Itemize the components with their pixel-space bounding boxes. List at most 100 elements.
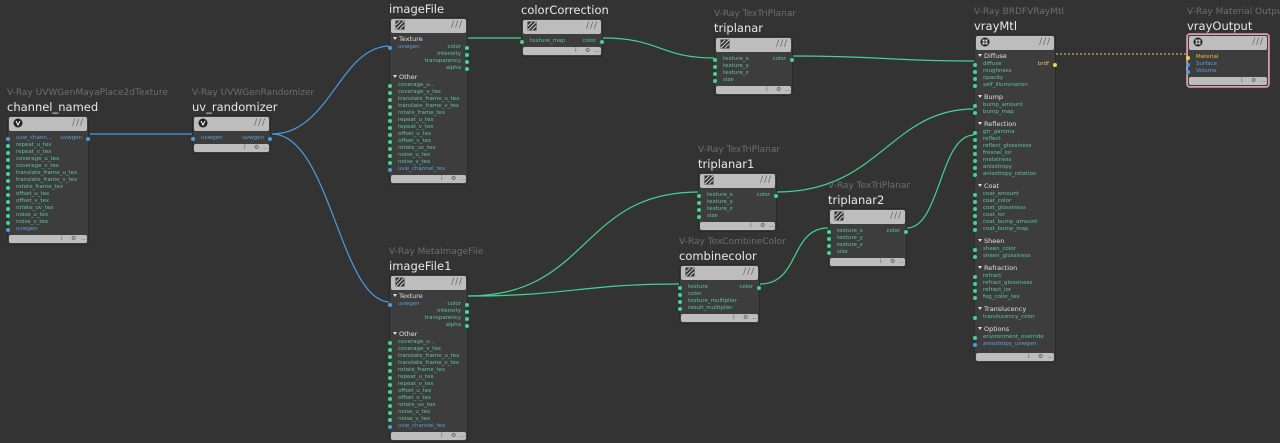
input-port[interactable] — [388, 45, 392, 50]
collapse-arrow-icon[interactable] — [978, 54, 982, 57]
input-port[interactable] — [697, 207, 701, 212]
input-port[interactable] — [388, 83, 392, 88]
menu-bars-icon[interactable]: / / / — [254, 118, 265, 128]
input-port[interactable] — [973, 227, 977, 232]
menu-bars-icon[interactable]: / / / — [451, 20, 462, 30]
settings-icon[interactable]: ⚙ — [760, 222, 766, 229]
output-port[interactable] — [465, 52, 469, 57]
input-port[interactable] — [6, 227, 10, 232]
output-port[interactable] — [1053, 62, 1057, 67]
info-icon[interactable]: i — [244, 144, 246, 151]
output-port[interactable] — [465, 66, 469, 71]
info-icon[interactable]: i — [880, 258, 882, 265]
input-port[interactable] — [6, 164, 10, 169]
input-port[interactable] — [973, 335, 977, 340]
menu-bars-icon[interactable]: / / / — [1039, 37, 1050, 47]
section-header[interactable]: Other — [390, 72, 467, 82]
input-port[interactable] — [388, 146, 392, 151]
menu-bars-icon[interactable]: / / / — [890, 211, 901, 221]
input-port[interactable] — [973, 130, 977, 135]
output-port[interactable] — [600, 39, 604, 44]
collapse-arrow-icon[interactable] — [978, 266, 982, 269]
input-port[interactable] — [973, 137, 977, 142]
output-port[interactable] — [465, 323, 469, 328]
input-port[interactable] — [388, 340, 392, 345]
input-port[interactable] — [388, 410, 392, 415]
input-port[interactable] — [973, 62, 977, 67]
input-port[interactable] — [388, 139, 392, 144]
node-header[interactable]: / / / — [830, 210, 905, 224]
input-port[interactable] — [388, 97, 392, 102]
collapse-arrow-icon[interactable] — [978, 327, 982, 330]
settings-icon[interactable]: ⚙ — [71, 235, 77, 242]
input-port[interactable] — [827, 229, 831, 234]
input-port[interactable] — [1186, 55, 1190, 60]
node-imagefile[interactable]: V-Ray MetaImageFile imageFile / / / Text… — [388, 2, 469, 185]
output-port[interactable] — [904, 229, 908, 234]
section-header[interactable]: Options — [975, 324, 1055, 334]
more-icon[interactable]: … — [1048, 353, 1054, 360]
node-header[interactable]: / / / — [391, 276, 466, 290]
input-port[interactable] — [1186, 69, 1190, 74]
menu-bars-icon[interactable]: / / / — [743, 267, 754, 277]
input-port[interactable] — [388, 396, 392, 401]
input-port[interactable] — [678, 299, 682, 304]
input-port[interactable] — [388, 382, 392, 387]
input-port[interactable] — [388, 424, 392, 429]
section-header[interactable]: Sheen — [975, 236, 1055, 246]
input-port[interactable] — [973, 83, 977, 88]
input-port[interactable] — [388, 389, 392, 394]
menu-bars-icon[interactable]: / / / — [451, 277, 462, 287]
input-port[interactable] — [973, 247, 977, 252]
input-port[interactable] — [388, 132, 392, 137]
more-icon[interactable]: … — [460, 432, 466, 439]
settings-icon[interactable]: ⚙ — [1038, 353, 1044, 360]
output-port[interactable] — [465, 316, 469, 321]
input-port[interactable] — [191, 136, 195, 141]
input-port[interactable] — [1186, 62, 1190, 67]
input-port[interactable] — [973, 342, 977, 347]
input-port[interactable] — [678, 285, 682, 290]
section-header[interactable]: Diffuse — [975, 51, 1055, 61]
collapse-arrow-icon[interactable] — [978, 184, 982, 187]
section-header[interactable]: Refraction — [975, 263, 1055, 273]
input-port[interactable] — [388, 347, 392, 352]
input-port[interactable] — [678, 292, 682, 297]
info-icon[interactable]: i — [1241, 77, 1243, 84]
input-port[interactable] — [6, 178, 10, 183]
input-port[interactable] — [827, 243, 831, 248]
output-port[interactable] — [86, 136, 90, 141]
more-icon[interactable]: … — [595, 47, 601, 54]
input-port[interactable] — [973, 151, 977, 156]
input-port[interactable] — [973, 274, 977, 279]
settings-icon[interactable]: ⚙ — [890, 258, 896, 265]
info-icon[interactable]: i — [575, 47, 577, 54]
node-header[interactable]: / / / — [716, 38, 791, 52]
section-header[interactable]: Other — [390, 329, 467, 339]
input-port[interactable] — [388, 111, 392, 116]
node-header[interactable]: / / / — [194, 117, 269, 131]
input-port[interactable] — [973, 158, 977, 163]
input-port[interactable] — [697, 193, 701, 198]
settings-icon[interactable]: ⚙ — [743, 314, 749, 321]
more-icon[interactable]: … — [460, 175, 466, 182]
settings-icon[interactable]: ⚙ — [451, 175, 457, 182]
input-port[interactable] — [388, 375, 392, 380]
node-combinecolor[interactable]: V-Ray TexCombineColor combinecolor / / /… — [678, 237, 786, 324]
settings-icon[interactable]: ⚙ — [585, 47, 591, 54]
info-icon[interactable]: i — [441, 175, 443, 182]
input-port[interactable] — [827, 250, 831, 255]
input-port[interactable] — [973, 281, 977, 286]
input-port[interactable] — [6, 136, 10, 141]
output-port[interactable] — [465, 309, 469, 314]
input-port[interactable] — [388, 125, 392, 130]
more-icon[interactable]: … — [769, 222, 775, 229]
input-port[interactable] — [388, 302, 392, 307]
input-port[interactable] — [973, 288, 977, 293]
input-port[interactable] — [713, 71, 717, 76]
input-port[interactable] — [697, 214, 701, 219]
input-port[interactable] — [973, 192, 977, 197]
node-header[interactable]: / / / — [976, 36, 1054, 50]
section-header[interactable]: Texture — [390, 291, 467, 301]
